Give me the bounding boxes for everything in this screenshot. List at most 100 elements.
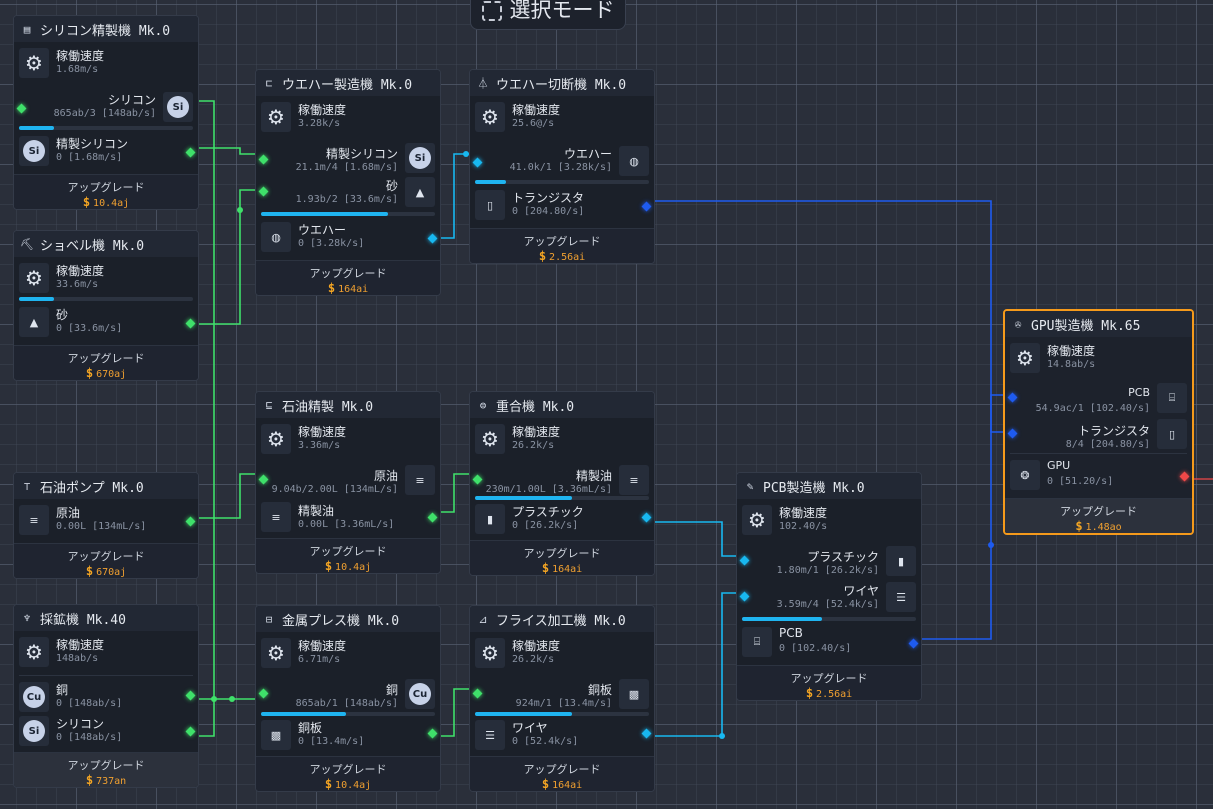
input-row: 原油 9.04b/2.00L [134mL/s] ≡ xyxy=(256,462,440,500)
gear-icon: ⚙ xyxy=(19,48,49,78)
output-pin[interactable] xyxy=(427,233,438,244)
input-pin[interactable] xyxy=(1007,392,1018,403)
input-name: 精製シリコン xyxy=(325,147,398,161)
speed-row: ⚙ 稼働速度 25.6@/s xyxy=(470,96,654,140)
pcb-icon: ⌸ xyxy=(1157,383,1187,413)
upgrade-button[interactable]: アップグレード $10.4aj xyxy=(14,174,198,209)
upgrade-button[interactable]: アップグレード $737an xyxy=(14,752,198,787)
input-row: シリコン 865ab/3 [148ab/s] Si xyxy=(14,86,198,130)
machine-pcb-maker[interactable]: ✎PCB製造機 Mk.0 ⚙ 稼働速度 102.40/s プラスチック 1.80… xyxy=(736,472,922,701)
upgrade-button[interactable]: アップグレード $670aj xyxy=(14,345,198,380)
input-name: 砂 xyxy=(385,179,398,193)
upgrade-button[interactable]: アップグレード $2.56ai xyxy=(470,228,654,263)
gear-icon: ⚙ xyxy=(475,424,505,454)
output-row: ▩ 銅板 0 [13.4m/s] xyxy=(256,716,440,756)
machine-metal-press[interactable]: ⊟金属プレス機 Mk.0 ⚙ 稼働速度 6.71m/s 銅 865ab/1 [1… xyxy=(255,605,441,792)
silicon-icon: Si xyxy=(163,92,193,122)
input-pin[interactable] xyxy=(258,154,269,165)
machine-oil-pump[interactable]: ⊤石油ポンプ Mk.0 ≡ 原油 0.00L [134mL/s] アップグレード… xyxy=(13,472,199,579)
pump-icon: ⊤ xyxy=(23,479,31,493)
cutter-icon: ⏃ xyxy=(477,77,489,90)
speed-value: 14.8ab/s xyxy=(1047,359,1096,370)
wire-refined-silicon xyxy=(190,147,266,155)
upgrade-button[interactable]: アップグレード $164ai xyxy=(470,540,654,575)
input-pin[interactable] xyxy=(16,103,27,114)
pcb-machine-icon: ✎ xyxy=(746,479,754,493)
machine-silicon-refiner[interactable]: ▤シリコン精製機 Mk.0 ⚙ 稼働速度 1.68m/s シリコン 865ab/… xyxy=(13,15,199,210)
input-pin[interactable] xyxy=(258,688,269,699)
output-rate: 0 [148ab/s] xyxy=(56,698,123,709)
input-name: トランジスタ xyxy=(1077,424,1150,438)
output-name: シリコン xyxy=(56,717,105,731)
output-name: 銅 xyxy=(56,683,69,697)
upgrade-button[interactable]: アップグレード $1.48ao xyxy=(1005,498,1192,533)
upgrade-button[interactable]: アップグレード $670aj xyxy=(14,543,198,578)
input-name: PCB xyxy=(1128,386,1150,399)
machine-gpu-maker[interactable]: ✇GPU製造機 Mk.65 ⚙ 稼働速度 14.8ab/s PCB 54.9ac… xyxy=(1003,309,1194,535)
output-pin[interactable] xyxy=(641,728,652,739)
wire-silicon-refiner-input xyxy=(190,100,215,737)
output-pin[interactable] xyxy=(185,516,196,527)
refinery-icon: ⊑ xyxy=(265,398,273,412)
output-pin[interactable] xyxy=(908,638,919,649)
upgrade-button[interactable]: アップグレード $10.4aj xyxy=(256,538,440,573)
output-pin[interactable] xyxy=(427,512,438,523)
input-pin[interactable] xyxy=(1007,428,1018,439)
input-pin[interactable] xyxy=(472,157,483,168)
speed-label: 稼働速度 xyxy=(56,49,105,63)
input-rate: 41.0k/1 [3.28k/s] xyxy=(509,162,612,173)
speed-value: 33.6m/s xyxy=(56,279,99,290)
output-pin[interactable] xyxy=(427,728,438,739)
input-pin[interactable] xyxy=(472,474,483,485)
output-rate: 0.00L [3.36mL/s] xyxy=(298,519,395,530)
upgrade-price: $737an xyxy=(85,773,127,787)
output-row-silicon: Si シリコン 0 [148ab/s] xyxy=(14,714,198,752)
machine-shovel[interactable]: ⛏ショベル機 Mk.0 ⚙ 稼働速度 33.6m/s ▲ 砂 0 [33.6m/… xyxy=(13,230,199,381)
output-pin[interactable] xyxy=(1179,471,1190,482)
output-pin[interactable] xyxy=(185,147,196,158)
machine-oil-refinery[interactable]: ⊑石油精製 Mk.0 ⚙ 稼働速度 3.36m/s 原油 9.04b/2.00L… xyxy=(255,391,441,574)
speed-label: 稼働速度 xyxy=(298,639,347,653)
output-pin[interactable] xyxy=(185,318,196,329)
upgrade-price: $670aj xyxy=(85,564,127,578)
output-rate: 0 [102.40/s] xyxy=(779,643,852,654)
input-pin[interactable] xyxy=(258,474,269,485)
wire-spool-icon: ☰ xyxy=(475,720,505,750)
output-pin[interactable] xyxy=(185,726,196,737)
input-pin[interactable] xyxy=(472,688,483,699)
machine-title: 採鉱機 Mk.40 xyxy=(40,612,126,628)
upgrade-price: $164ai xyxy=(541,561,583,575)
upgrade-button[interactable]: アップグレード $164ai xyxy=(256,260,440,295)
input-name: 原油 xyxy=(373,469,398,483)
machine-milling[interactable]: ⊿フライス加工機 Mk.0 ⚙ 稼働速度 26.2k/s 銅板 924m/1 [… xyxy=(469,605,655,792)
upgrade-button[interactable]: アップグレード $164ai xyxy=(470,756,654,791)
gear-icon: ⚙ xyxy=(475,638,505,668)
output-row: ≡ 精製油 0.00L [3.36mL/s] xyxy=(256,500,440,538)
upgrade-button[interactable]: アップグレード $10.4aj xyxy=(256,756,440,791)
upgrade-button[interactable]: アップグレード $2.56ai xyxy=(737,665,921,700)
output-name: プラスチック xyxy=(512,505,584,519)
speed-label: 稼働速度 xyxy=(56,264,105,278)
output-name: 砂 xyxy=(56,308,69,322)
input-name: 精製油 xyxy=(575,469,612,483)
input-pin[interactable] xyxy=(739,555,750,566)
upgrade-label: アップグレード xyxy=(1060,505,1137,518)
junction-dot xyxy=(719,733,725,739)
input-row-sand: 砂 1.93b/2 [33.6m/s] ▲ xyxy=(256,176,440,216)
machine-wafer-maker[interactable]: ⊏ウエハー製造機 Mk.0 ⚙ 稼働速度 3.28k/s 精製シリコン 21.1… xyxy=(255,69,441,296)
speed-value: 6.71m/s xyxy=(298,654,341,665)
machine-polymerizer[interactable]: ⊜重合機 Mk.0 ⚙ 稼働速度 26.2k/s 精製油 230m/1.00L … xyxy=(469,391,655,576)
mode-indicator[interactable]: 選択モード xyxy=(470,0,626,30)
speed-value: 3.28k/s xyxy=(298,118,341,129)
output-pin[interactable] xyxy=(641,512,652,523)
output-pin[interactable] xyxy=(185,690,196,701)
speed-row: ⚙ 稼働速度 1.68m/s xyxy=(14,42,198,86)
input-pin[interactable] xyxy=(258,186,269,197)
refiner-icon: ▤ xyxy=(23,22,31,36)
upgrade-label: アップグレード xyxy=(523,235,601,248)
machine-miner[interactable]: ♆採鉱機 Mk.40 ⚙ 稼働速度 148ab/s Cu 銅 0 [148ab/… xyxy=(13,604,199,788)
sand-icon: ▲ xyxy=(405,177,435,207)
output-pin[interactable] xyxy=(641,201,652,212)
machine-wafer-cutter[interactable]: ⏃ウエハー切断機 Mk.0 ⚙ 稼働速度 25.6@/s ウエハー 41.0k/… xyxy=(469,69,655,264)
input-pin[interactable] xyxy=(739,591,750,602)
